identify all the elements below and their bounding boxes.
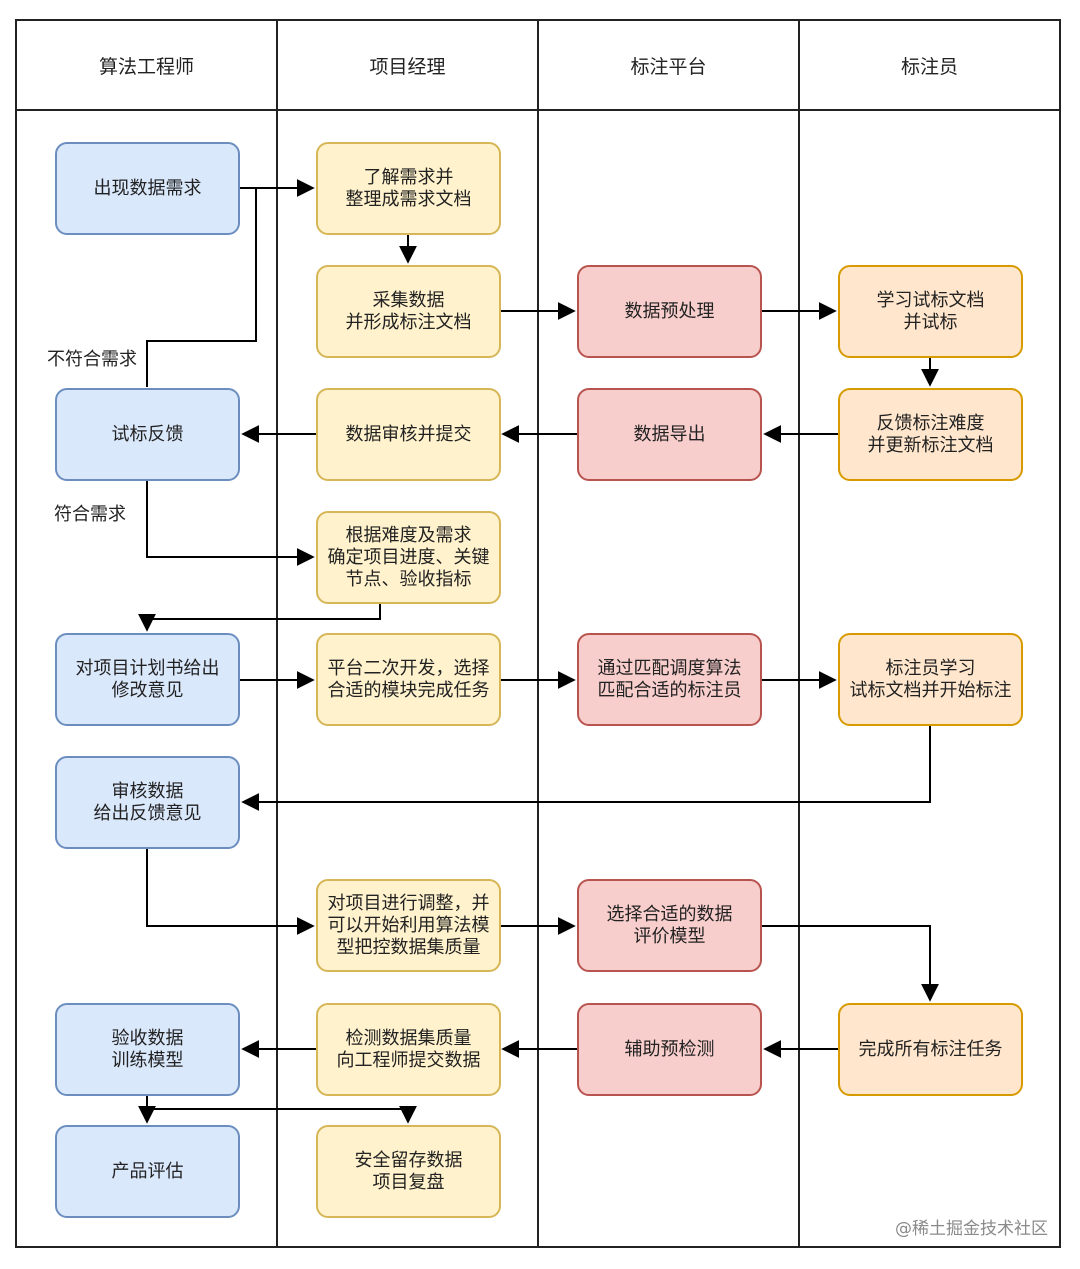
- edge-n10-n11: [138, 604, 381, 632]
- edge-n9-n2-loop: [146, 188, 257, 387]
- node-data-preprocessing[interactable]: 数据预处理: [577, 265, 762, 358]
- lane-header-labeling-platform: 标注平台: [630, 55, 707, 78]
- edge-n15-n16: [146, 849, 315, 935]
- connectors: [138, 179, 939, 1124]
- node-platform-dev[interactable]: 平台二次开发，选择 合适的模块完成任务: [316, 633, 501, 726]
- node-project-schedule[interactable]: 根据难度及需求 确定项目进度、关键 节点、验收指标: [316, 511, 501, 604]
- node-review-data-feedback[interactable]: 审核数据 给出反馈意见: [55, 756, 240, 849]
- node-understand-requirements[interactable]: 了解需求并 整理成需求文档: [316, 142, 501, 235]
- node-archive-review[interactable]: 安全留存数据 项目复盘: [316, 1125, 501, 1218]
- node-review-submit[interactable]: 数据审核并提交: [316, 388, 501, 481]
- node-quality-check[interactable]: 检测数据集质量 向工程师提交数据: [316, 1003, 501, 1096]
- node-select-eval-model[interactable]: 选择合适的数据 评价模型: [577, 879, 762, 972]
- node-trial-feedback[interactable]: 试标反馈: [55, 388, 240, 481]
- node-pre-detection[interactable]: 辅助预检测: [577, 1003, 762, 1096]
- node-product-eval[interactable]: 产品评估: [55, 1125, 240, 1218]
- edge-n17-n18: [762, 925, 939, 1002]
- watermark: @稀土掘金技术社区: [895, 1219, 1048, 1239]
- edge-n14-n15: [241, 726, 931, 811]
- lane-header-algorithm-engineer: 算法工程师: [98, 55, 194, 78]
- node-plan-comments[interactable]: 对项目计划书给出 修改意见: [55, 633, 240, 726]
- lane-header-project-manager: 项目经理: [369, 55, 446, 78]
- lane-header-annotator: 标注员: [900, 55, 958, 78]
- node-start-labeling[interactable]: 标注员学习 试标文档并开始标注: [838, 633, 1023, 726]
- edge-n21-n23: [147, 1105, 417, 1124]
- node-data-export[interactable]: 数据导出: [577, 388, 762, 481]
- lane-grid: [15, 19, 1061, 1248]
- edge-label-not-meet: 不符合需求: [45, 345, 139, 371]
- node-adjust-project[interactable]: 对项目进行调整，并 可以开始利用算法模 型把控数据集质量: [316, 879, 501, 972]
- node-finish-labeling[interactable]: 完成所有标注任务: [838, 1003, 1023, 1096]
- node-collect-data[interactable]: 采集数据 并形成标注文档: [316, 265, 501, 358]
- edge-label-meet: 符合需求: [52, 500, 128, 526]
- node-data-demand[interactable]: 出现数据需求: [55, 142, 240, 235]
- node-accept-train[interactable]: 验收数据 训练模型: [55, 1003, 240, 1096]
- node-feedback-difficulty[interactable]: 反馈标注难度 并更新标注文档: [838, 388, 1023, 481]
- node-learn-trial-doc[interactable]: 学习试标文档 并试标: [838, 265, 1023, 358]
- edge-n9-n10: [146, 481, 315, 566]
- node-match-annotator[interactable]: 通过匹配调度算法 匹配合适的标注员: [577, 633, 762, 726]
